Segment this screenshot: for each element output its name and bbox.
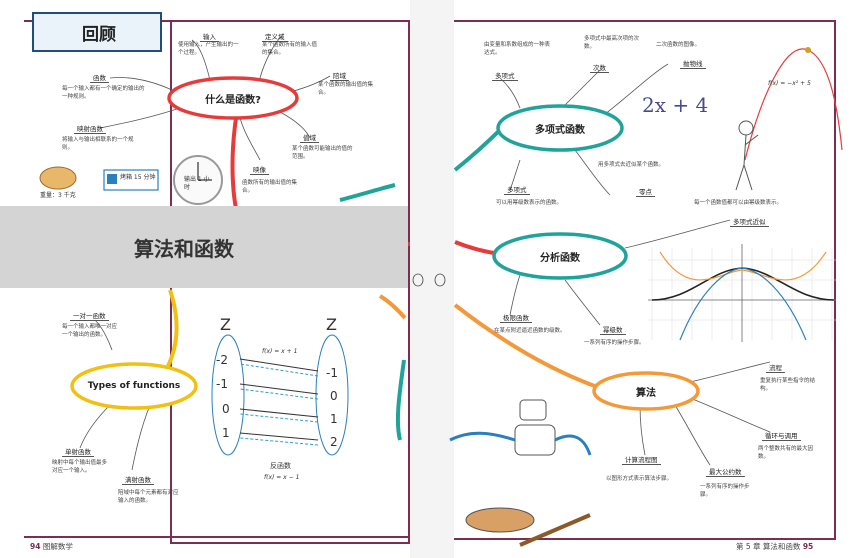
note-big-o: 两个整数共有的最大因数。 <box>758 446 814 460</box>
set-right: Z <box>326 315 337 334</box>
note-process-b: 一系列有序的操作步骤。 <box>700 484 750 498</box>
right-value-1: -1 <box>326 366 338 380</box>
note-input: 使用输入，产生输出的一个过程。 <box>178 42 239 56</box>
box-quadratic: 抛物线 <box>680 58 706 69</box>
polynomial-node-label: 多项式函数 <box>535 124 585 136</box>
box-image: 映像 <box>250 164 269 175</box>
inverse-label: f(x) = x − 1 <box>264 474 300 481</box>
mapping-diagram <box>211 334 349 456</box>
note-range: 某个函数可能输出的值的范围。 <box>292 146 353 160</box>
left-value-3: 0 <box>222 402 230 416</box>
analytic-node[interactable]: 分析函数 <box>496 236 624 276</box>
note-analytic: 可以用幂级数表示的函数。 <box>496 200 563 206</box>
box-degree: 次数 <box>590 62 609 73</box>
note-process-a: 一系列有序的操作步骤。 <box>584 340 645 346</box>
note-taylor: 用多项式去近似某个函数。 <box>598 162 665 168</box>
algorithm-node-label: 算法 <box>636 387 656 399</box>
box-domain: 定义域 <box>262 31 288 42</box>
box-limit: 极限函数 <box>500 312 532 323</box>
expression: 2x + 4 <box>642 93 709 117</box>
right-folio-number: 95 <box>802 542 814 551</box>
box-input: 输入 <box>200 31 219 42</box>
note-mapping: 将输入与输出相联系的一个规则。 <box>62 137 134 151</box>
right-value-2: 0 <box>330 389 338 403</box>
left-page-frame-bottom <box>24 536 408 538</box>
box-function: 函数 <box>90 72 109 83</box>
types-of-functions-node[interactable]: Types of functions <box>74 366 194 406</box>
box-one-to-one: 一对一函数 <box>70 310 109 321</box>
note-limit: 每一个函数值都可以由幂级数表示。 <box>694 200 783 206</box>
note-polynomial: 由变量和系数组成的一种表达式。 <box>484 42 551 56</box>
left-folio-text: 图解数学 <box>42 542 73 551</box>
curve-label: f(x) = −x² + 5 <box>768 80 811 87</box>
left-folio-number: 94 <box>30 542 41 551</box>
child-sketch <box>735 120 759 191</box>
right-value-3: 1 <box>330 412 338 426</box>
note-one-to-one: 每一个输入都唯一对应一个输出的函数。 <box>62 324 118 338</box>
banner-title: 算法和函数 <box>134 236 234 261</box>
center-node-what-is-function[interactable]: 什么是函数? <box>171 80 295 116</box>
note-domain: 某个函数所有的输入值的集合。 <box>262 42 318 56</box>
left-folio: 94 图解数学 <box>30 541 73 552</box>
left-value-2: -1 <box>216 377 228 391</box>
box-zero: 零点 <box>636 186 655 197</box>
box-range: 值域 <box>300 132 319 143</box>
polynomial-node[interactable]: 多项式函数 <box>500 108 620 148</box>
box-loop: 循环与调用 <box>762 430 801 441</box>
box-codomain: 陪域 <box>330 70 349 81</box>
note-loop: 重复执行某些指令的结构。 <box>760 378 816 392</box>
review-badge: 回顾 <box>32 12 162 52</box>
left-value-4: 1 <box>222 426 230 440</box>
note-surjective: 陪域中每个元素都有对应输入的函数。 <box>118 490 179 504</box>
box-polynomial: 多项式 <box>492 70 518 81</box>
right-folio-text: 第 5 章 算法和函数 <box>736 542 801 551</box>
box-mapping: 映射函数 <box>74 123 106 134</box>
review-title: 回顾 <box>82 24 116 45</box>
box-multi-term: 多项式 <box>504 184 530 195</box>
set-left: Z <box>220 315 231 334</box>
chicken-weight: 重量：3 千克 <box>40 192 76 199</box>
note-injective: 映射中每个输出值最多对应一个输入。 <box>52 460 108 474</box>
box-process: 流程 <box>766 362 785 373</box>
note-degree: 多项式中最高次项的次数。 <box>584 36 640 50</box>
box-injective: 单射函数 <box>62 446 94 457</box>
note-image: 函数所有的输出值的集合。 <box>242 180 298 194</box>
note-function: 每一个输入都有一个确定的输出的一种规则。 <box>62 86 145 100</box>
clock-label: 输出 1 小时 <box>184 176 210 191</box>
note-simple: 在某点附近逼近函数的级数。 <box>494 328 566 334</box>
inverse-title: 反函数 <box>270 462 291 470</box>
algorithm-node[interactable]: 算法 <box>596 374 696 408</box>
oven-label: 烤箱 15 分钟 <box>120 174 156 181</box>
box-big-o: 最大公约数 <box>706 466 745 477</box>
center-node-label: 什么是函数? <box>205 94 261 106</box>
types-node-label: Types of functions <box>87 381 181 391</box>
robot-sketch <box>449 399 592 547</box>
note-flowchart: 以图形方式表示算法步骤。 <box>606 476 673 482</box>
box-surjective: 满射函数 <box>122 474 154 485</box>
left-value-1: -2 <box>216 353 228 367</box>
book-gutter <box>410 0 454 558</box>
forward-label: f(x) = x + 1 <box>262 348 298 355</box>
box-flowchart: 计算流程图 <box>622 454 661 465</box>
analytic-node-label: 分析函数 <box>540 252 580 264</box>
right-folio: 第 5 章 算法和函数 95 <box>736 541 813 552</box>
box-simple: 幂级数 <box>600 324 626 335</box>
box-taylor: 多项式近似 <box>730 216 769 227</box>
right-value-4: 2 <box>330 435 338 449</box>
analytic-graph <box>648 244 836 342</box>
chapter-banner: 算法和函数 <box>0 206 408 288</box>
note-codomain: 某个函数的输出值的集合。 <box>318 82 374 96</box>
note-quadratic: 二次函数的图像。 <box>656 42 701 48</box>
